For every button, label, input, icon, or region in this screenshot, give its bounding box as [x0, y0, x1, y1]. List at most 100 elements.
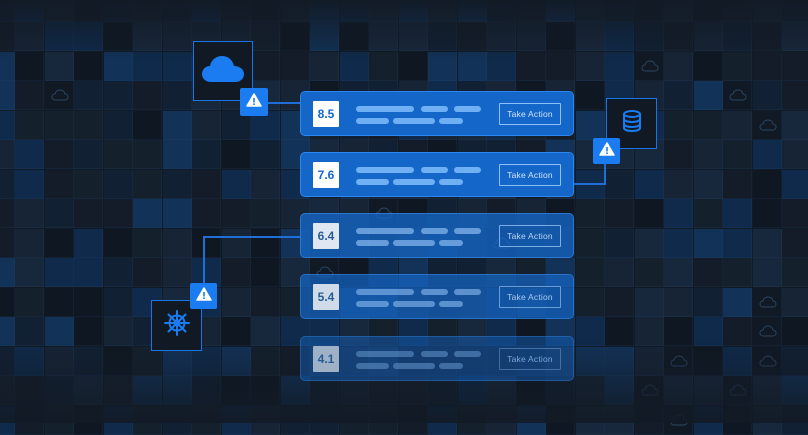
grid-cell	[103, 140, 133, 169]
text-placeholder-bar	[439, 118, 463, 124]
grid-cell	[221, 376, 251, 405]
cloud-outline-icon	[729, 384, 747, 396]
text-placeholder-bar	[454, 351, 481, 357]
grid-cell	[162, 22, 192, 51]
grid-cell	[693, 258, 723, 287]
grid-cell	[251, 405, 280, 435]
grid-cell	[74, 258, 103, 287]
grid-cell	[752, 346, 782, 376]
grid-cell	[103, 405, 133, 435]
grid-cell	[664, 258, 693, 287]
take-action-button[interactable]: Take Action	[499, 348, 561, 370]
grid-cell	[339, 0, 369, 22]
grid-cell	[693, 346, 723, 376]
cloud-alert[interactable]	[240, 88, 268, 116]
text-placeholder-bar	[454, 289, 481, 295]
grid-cell	[693, 405, 723, 435]
text-placeholder-bar	[356, 351, 414, 357]
text-placeholder-bar	[356, 301, 389, 307]
grid-cell	[575, 258, 605, 287]
grid-cell	[221, 258, 251, 287]
grid-cell	[192, 0, 221, 22]
take-action-button[interactable]: Take Action	[499, 103, 561, 125]
grid-cell	[605, 287, 634, 317]
text-placeholder-bar	[421, 106, 448, 112]
grid-cell	[0, 317, 15, 346]
grid-cell	[310, 22, 339, 51]
text-placeholder-bar	[356, 118, 389, 124]
take-action-button[interactable]: Take Action	[499, 164, 561, 186]
grid-cell	[723, 405, 752, 435]
grid-cell	[221, 346, 251, 376]
grid-cell	[74, 405, 103, 435]
grid-cell	[221, 287, 251, 317]
kubernetes-alert[interactable]	[190, 283, 217, 309]
grid-cell	[251, 258, 280, 287]
grid-cell	[15, 22, 44, 51]
grid-cell	[723, 0, 752, 22]
grid-cell	[752, 140, 782, 169]
grid-cell	[664, 22, 693, 51]
grid-cell	[516, 51, 546, 81]
grid-cell	[162, 81, 192, 110]
kubernetes-node[interactable]	[151, 300, 202, 351]
grid-cell	[457, 22, 487, 51]
grid-cell	[0, 376, 15, 405]
risk-score: 7.6	[313, 162, 339, 188]
grid-cell	[752, 81, 782, 110]
text-placeholder-bar	[439, 240, 463, 246]
grid-cell	[487, 22, 516, 51]
grid-cell	[103, 199, 133, 228]
grid-cell	[605, 346, 634, 376]
grid-cell	[516, 22, 546, 51]
grid-cell	[516, 405, 546, 435]
grid-cell	[74, 140, 103, 169]
grid-cell	[752, 258, 782, 287]
grid-cell	[251, 0, 280, 22]
grid-cell	[15, 405, 44, 435]
grid-cell	[605, 169, 634, 199]
finding-card[interactable]: 7.6 Take Action	[300, 152, 574, 197]
grid-cell	[15, 346, 44, 376]
text-placeholder-bar	[393, 301, 435, 307]
grid-cell	[723, 287, 752, 317]
database-alert[interactable]	[593, 138, 620, 164]
grid-cell	[74, 51, 103, 81]
grid-cell	[103, 81, 133, 110]
take-action-button[interactable]: Take Action	[499, 286, 561, 308]
grid-cell	[782, 405, 808, 435]
grid-cell	[103, 287, 133, 317]
grid-cell	[782, 140, 808, 169]
connector-k8s-vertical	[203, 236, 205, 286]
grid-cell	[44, 258, 74, 287]
grid-cell	[546, 22, 575, 51]
grid-cell	[664, 228, 693, 258]
grid-cell	[192, 199, 221, 228]
text-placeholder-bar	[439, 301, 463, 307]
grid-cell	[251, 169, 280, 199]
grid-cell	[251, 317, 280, 346]
grid-cell	[575, 51, 605, 81]
connector-k8s-card3	[203, 236, 301, 238]
grid-cell	[457, 405, 487, 435]
grid-cell	[133, 81, 162, 110]
text-placeholder-bar	[356, 167, 414, 173]
grid-cell	[0, 258, 15, 287]
grid-cell	[280, 22, 310, 51]
grid-cell	[44, 228, 74, 258]
grid-cell	[103, 0, 133, 22]
grid-cell	[693, 317, 723, 346]
grid-cell	[192, 110, 221, 140]
take-action-button[interactable]: Take Action	[499, 225, 561, 247]
grid-cell	[634, 287, 664, 317]
grid-cell	[782, 51, 808, 81]
grid-cell	[752, 110, 782, 140]
grid-cell	[103, 169, 133, 199]
grid-cell	[133, 169, 162, 199]
grid-cell	[310, 0, 339, 22]
grid-cell	[221, 0, 251, 22]
